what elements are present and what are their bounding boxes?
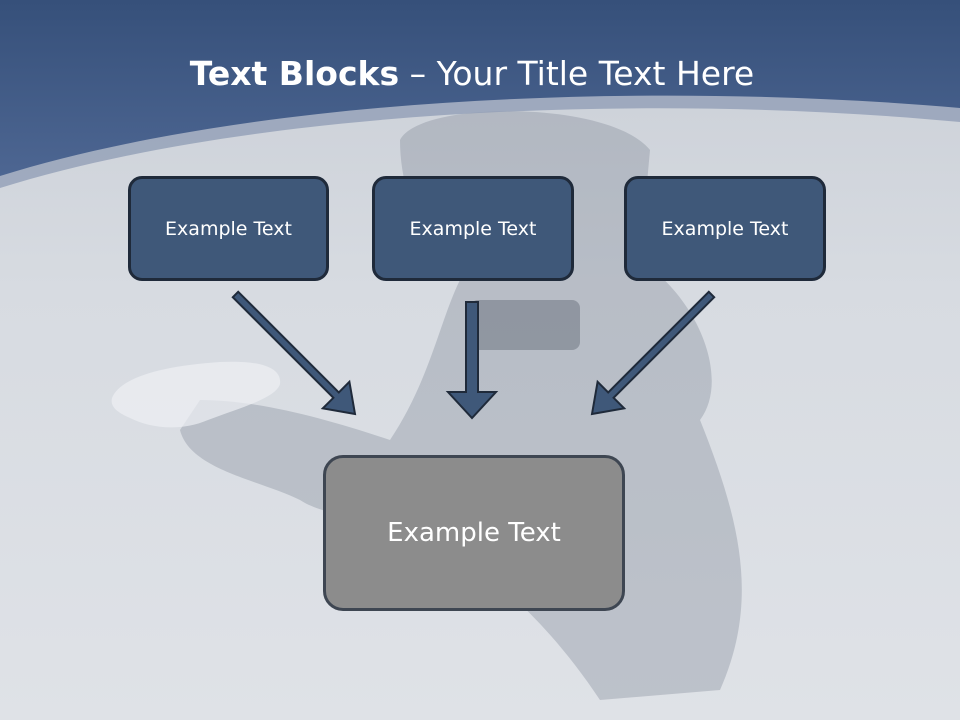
text-block-2-label: Example Text [409, 217, 537, 240]
text-block-1-label: Example Text [165, 217, 292, 240]
title-regular: Your Title Text Here [436, 54, 755, 93]
arrow-center-down [445, 301, 499, 420]
text-block-3: Example Text [624, 176, 826, 281]
slide-title: Text Blocks – Your Title Text Here [0, 52, 944, 96]
title-bold: Text Blocks [189, 54, 400, 93]
arrow-right-diagonal [590, 290, 716, 416]
result-block-label: Example Text [387, 518, 561, 548]
arrow-left-diagonal [231, 290, 357, 416]
title-separator: – [399, 54, 437, 93]
text-block-1: Example Text [128, 176, 329, 281]
text-block-2: Example Text [372, 176, 574, 281]
header-band [0, 0, 960, 188]
result-block: Example Text [323, 455, 625, 611]
text-block-3-label: Example Text [661, 217, 789, 240]
